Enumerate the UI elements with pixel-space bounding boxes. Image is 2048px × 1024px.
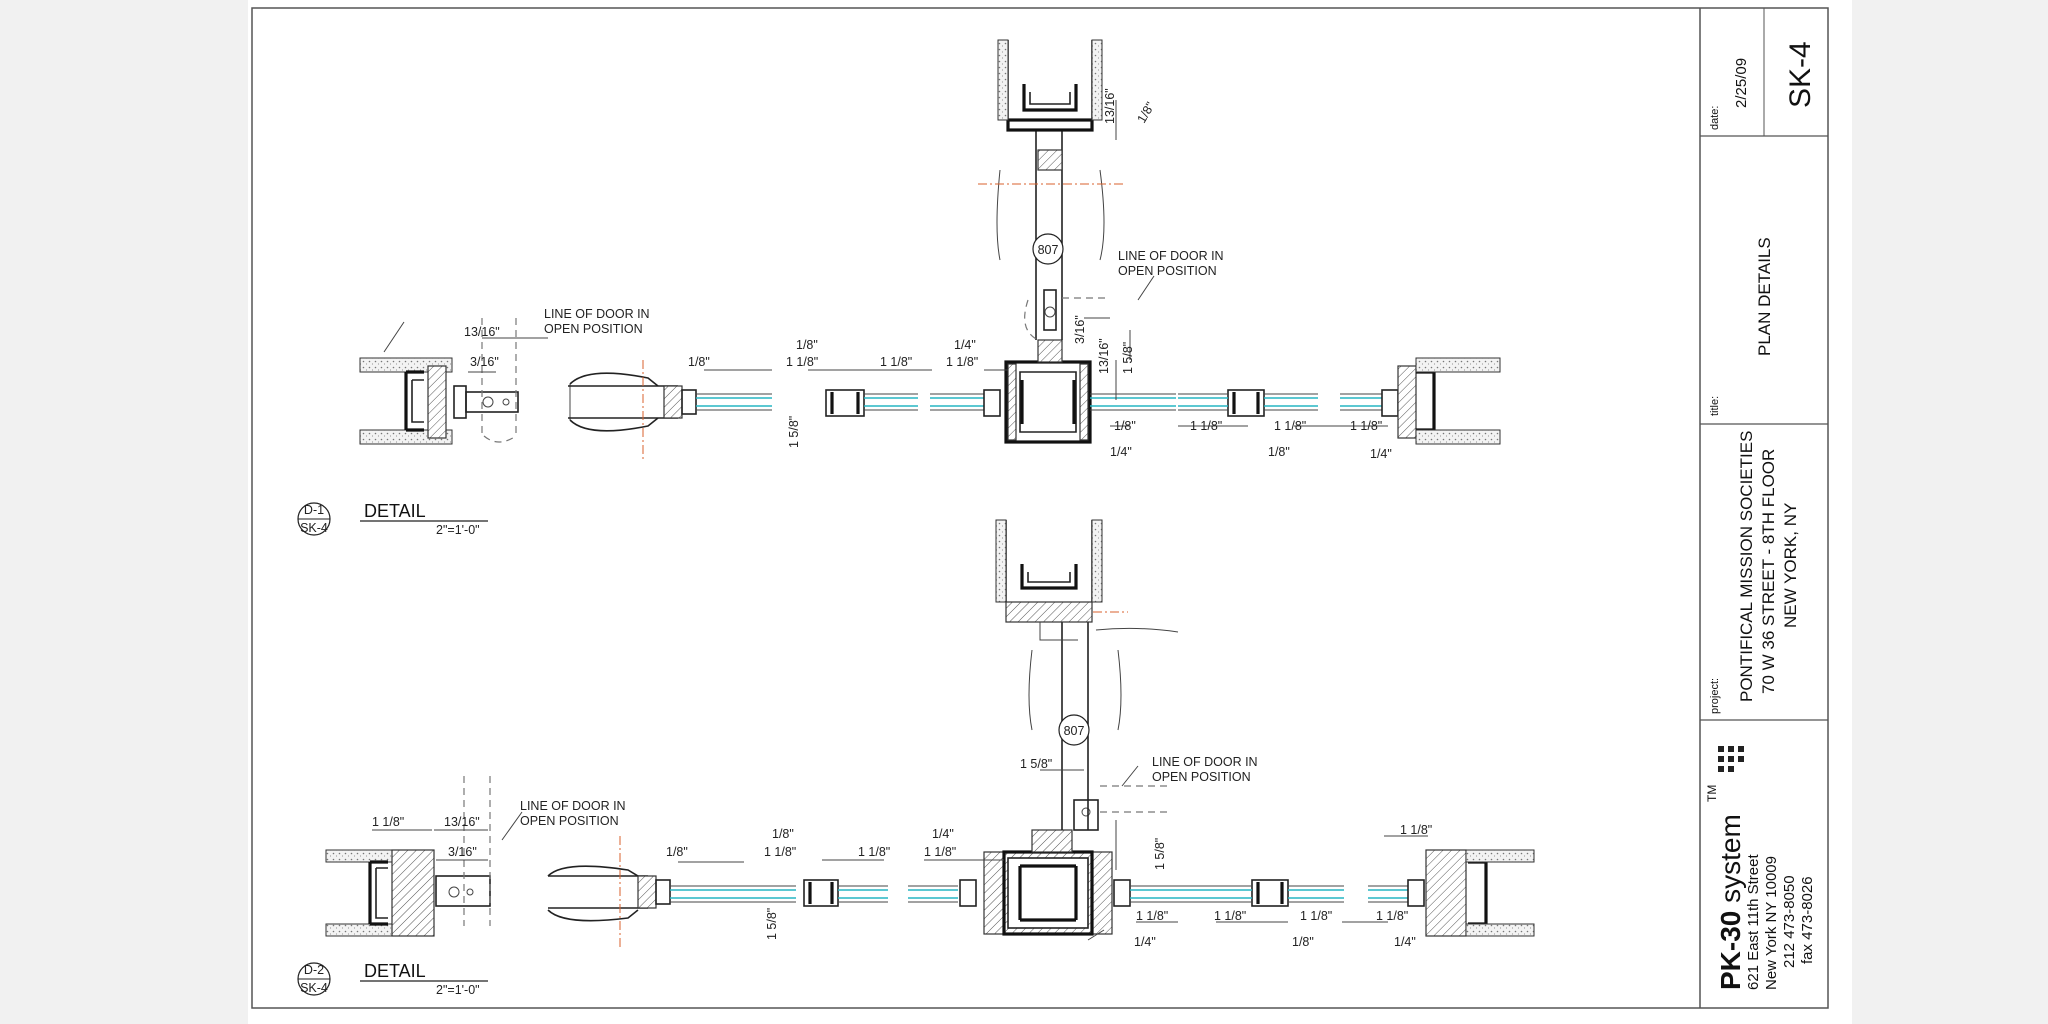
- dim-1-1-8-n: 1 1/8": [1376, 909, 1408, 923]
- sheet-title: PLAN DETAILS: [1755, 237, 1774, 356]
- detail-1-scale: 2"=1'-0": [436, 523, 480, 537]
- title-block: date: 2/25/09 SK-4 title: PLAN DETAILS p…: [1699, 8, 1828, 1008]
- hardware-tag-2: 807: [1064, 724, 1085, 738]
- detail-1-label: DETAIL: [364, 501, 426, 521]
- dim-1-4-b: 1/4": [1110, 445, 1132, 459]
- dim-1-1-8-l: 1 1/8": [1214, 909, 1246, 923]
- dim-3-16-b: 3/16": [1073, 315, 1087, 344]
- dim-1-8-e: 1/8": [1268, 445, 1290, 459]
- dim-1-8-b: 1/8": [796, 338, 818, 352]
- project-line-1: PONTIFICAL MISSION SOCIETIES: [1737, 431, 1756, 702]
- dim-1-1-8-f: 1 1/8": [1350, 419, 1382, 433]
- company-address-1: 621 East 11th Street: [1745, 854, 1762, 990]
- hardware-tag-1: 807: [1038, 243, 1059, 257]
- dim-1-1-8-o: 1 1/8": [1400, 823, 1432, 837]
- dim-13-16-b: 13/16": [1103, 88, 1117, 124]
- hardware-tag-circle-1: [1032, 233, 1064, 265]
- company-fax: fax 473-8026: [1799, 876, 1816, 964]
- door-open-note-4b: OPEN POSITION: [1152, 770, 1251, 784]
- dim-1-8-h: 1/8": [1292, 935, 1314, 949]
- door-open-note-3b: OPEN POSITION: [520, 814, 619, 828]
- detail-2-sheet: SK-4: [300, 981, 328, 995]
- dim-1-4-d: 1/4": [932, 827, 954, 841]
- sheet-border: [251, 7, 1829, 1009]
- detail-1-annotations: LINE OF DOOR IN OPEN POSITION LINE OF DO…: [464, 88, 1392, 461]
- detail-2-label: DETAIL: [364, 961, 426, 981]
- dim-1-5-8-e: 1 5/8": [1153, 838, 1167, 870]
- dim-1-8-d: 1/8": [1114, 419, 1136, 433]
- door-open-note-2a: LINE OF DOOR IN: [1118, 249, 1224, 263]
- dim-1-1-8-m: 1 1/8": [1300, 909, 1332, 923]
- dim-1-4-e: 1/4": [1134, 935, 1156, 949]
- door-open-note-4a: LINE OF DOOR IN: [1152, 755, 1258, 769]
- detail-2-scale: 2"=1'-0": [436, 983, 480, 997]
- hardware-tag-circle-2: [1058, 714, 1090, 746]
- dim-1-8-a: 1/8": [688, 355, 710, 369]
- door-open-note-3a: LINE OF DOOR IN: [520, 799, 626, 813]
- detail-2-annotations: LINE OF DOOR IN OPEN POSITION LINE OF DO…: [372, 714, 1432, 949]
- company-address-2: New York NY 10009: [1763, 856, 1780, 990]
- door-open-note-2b: OPEN POSITION: [1118, 264, 1217, 278]
- company-phone: 212 473-8050: [1781, 875, 1798, 968]
- dim-13-16-c: 13/16": [1097, 338, 1111, 374]
- dim-1-8-c: 1/8": [1134, 100, 1157, 126]
- dim-1-1-8-a: 1 1/8": [786, 355, 818, 369]
- dim-1-1-8-h: 1 1/8": [764, 845, 796, 859]
- detail-1-plan: [359, 39, 1501, 613]
- company-logo-dots: [1718, 746, 1744, 772]
- dim-1-5-8-c: 1 5/8": [765, 908, 779, 940]
- dim-1-1-8-j: 1 1/8": [924, 845, 956, 859]
- dim-1-1-8-c: 1 1/8": [946, 355, 978, 369]
- dim-1-1-8-b: 1 1/8": [880, 355, 912, 369]
- dim-1-1-8-e: 1 1/8": [1274, 419, 1306, 433]
- dim-1-8-g: 1/8": [772, 827, 794, 841]
- date-label: date:: [1709, 106, 1721, 130]
- plan-details-drawing: LINE OF DOOR IN OPEN POSITION LINE OF DO…: [251, 7, 1829, 1009]
- project-line-3: NEW YORK, NY: [1781, 503, 1800, 628]
- detail-2-callout: D-2 SK-4 DETAIL 2"=1'-0": [297, 961, 488, 997]
- dim-13-16-a: 13/16": [464, 325, 500, 339]
- dim-1-1-8-k: 1 1/8": [1136, 909, 1168, 923]
- dim-1-4-f: 1/4": [1394, 935, 1416, 949]
- dim-3-16-a: 3/16": [470, 355, 499, 369]
- date-value: 2/25/09: [1733, 58, 1750, 108]
- dim-1-5-8-d: 1 5/8": [1020, 757, 1052, 771]
- detail-1-id: D-1: [304, 503, 324, 517]
- dim-1-1-8-i: 1 1/8": [858, 845, 890, 859]
- dim-1-5-8-b: 1 5/8": [1121, 342, 1135, 374]
- dim-13-16-d: 13/16": [444, 815, 480, 829]
- company-tm: TM: [1705, 785, 1719, 802]
- dim-1-4-c: 1/4": [1370, 447, 1392, 461]
- drawing-sheet: LINE OF DOOR IN OPEN POSITION LINE OF DO…: [248, 0, 1852, 1024]
- dim-1-1-8-d: 1 1/8": [1190, 419, 1222, 433]
- door-open-note-1b: OPEN POSITION: [544, 322, 643, 336]
- dim-1-8-f: 1/8": [666, 845, 688, 859]
- title-label: title:: [1709, 396, 1721, 416]
- sheet-number: SK-4: [1784, 41, 1817, 108]
- door-open-note-1a: LINE OF DOOR IN: [544, 307, 650, 321]
- dim-1-1-8-g: 1 1/8": [372, 815, 404, 829]
- detail-2-plan: [325, 519, 1535, 950]
- detail-1-sheet: SK-4: [300, 521, 328, 535]
- project-label: project:: [1709, 678, 1721, 714]
- dim-1-5-8-a: 1 5/8": [787, 416, 801, 448]
- detail-1-callout: D-1 SK-4 DETAIL 2"=1'-0": [297, 501, 488, 537]
- dim-3-16-c: 3/16": [448, 845, 477, 859]
- dim-1-4-a: 1/4": [954, 338, 976, 352]
- company-name: PK-30 system: [1715, 814, 1746, 990]
- detail-2-id: D-2: [304, 963, 324, 977]
- project-line-2: 70 W 36 STREET - 8TH FLOOR: [1759, 449, 1778, 694]
